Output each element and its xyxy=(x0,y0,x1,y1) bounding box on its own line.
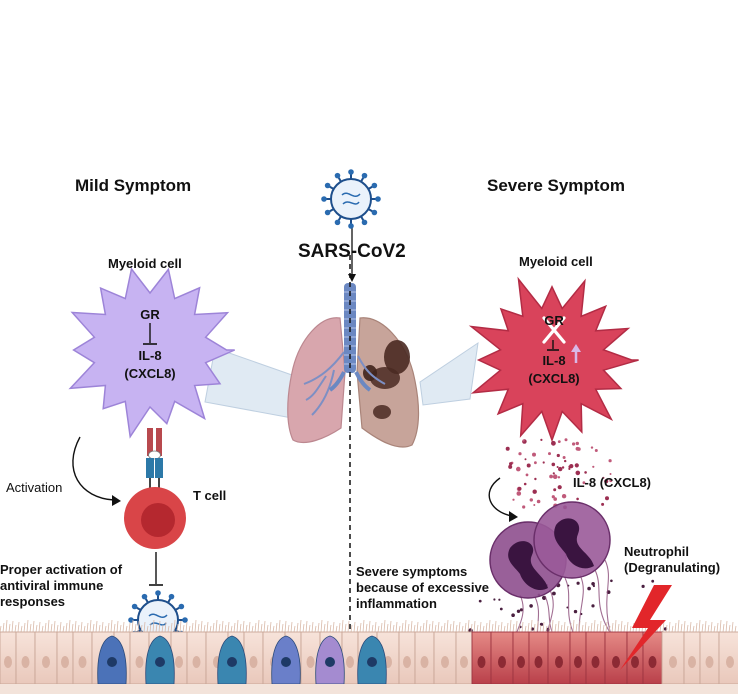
cross-icon xyxy=(542,316,566,344)
severe-outcome-line: inflammation xyxy=(356,596,437,611)
mild-myeloid-cell xyxy=(68,267,235,439)
severe-release-label: IL-8 (CXCL8) xyxy=(573,475,651,490)
severe-outcome-line: Severe symptoms xyxy=(356,564,468,579)
virus-arrow-head xyxy=(348,274,356,282)
il8-particles xyxy=(468,438,668,638)
mild-cxcl8-label: (CXCL8) xyxy=(124,366,176,381)
tcell-label: T cell xyxy=(193,488,227,503)
severe-outcome: Severe symptoms because of excessive inf… xyxy=(356,564,506,612)
mild-outcome-line: Proper activation of xyxy=(0,562,123,577)
mild-outcome-line: antiviral immune xyxy=(0,578,104,593)
mild-gr-label: GR xyxy=(140,307,160,322)
neutrophil-label: Neutrophil (Degranulating) xyxy=(624,544,734,576)
release-arrow xyxy=(488,477,513,517)
activation-arrow xyxy=(72,436,115,501)
virus-label: SARS-CoV2 xyxy=(298,241,406,262)
airway-epithelium xyxy=(0,619,738,694)
severe-myeloid-cell xyxy=(468,276,639,443)
neutrophil-label-line: (Degranulating) xyxy=(624,560,721,575)
severe-gr-label: GR xyxy=(544,313,564,328)
neutrophil-cell xyxy=(533,501,611,579)
t-cell xyxy=(124,487,186,549)
severe-il8-label: IL-8 xyxy=(542,353,566,368)
activation-label: Activation xyxy=(6,480,63,495)
up-arrow-icon xyxy=(571,344,581,363)
mild-outcome: Proper activation of antiviral immune re… xyxy=(0,562,140,610)
severe-title: Severe Symptom xyxy=(487,176,625,195)
severe-myeloid-label: Myeloid cell xyxy=(519,254,593,269)
activation-arrow-head xyxy=(112,495,121,506)
mild-il8-label: IL-8 xyxy=(138,348,162,363)
receptor-icon xyxy=(146,428,163,492)
zoom-cone-right xyxy=(419,341,479,406)
virus-icon xyxy=(321,169,381,229)
mild-outcome-line: responses xyxy=(0,594,66,609)
release-arrow-head xyxy=(509,511,518,522)
neutrophil-label-line: Neutrophil xyxy=(624,544,689,559)
lightning-icon xyxy=(620,585,672,670)
lung-icon xyxy=(287,317,420,448)
severe-cxcl8-label: (CXCL8) xyxy=(528,371,580,386)
severe-outcome-line: because of excessive xyxy=(356,580,489,595)
mild-title: Mild Symptom xyxy=(75,176,192,195)
mild-myeloid-label: Myeloid cell xyxy=(108,256,182,271)
